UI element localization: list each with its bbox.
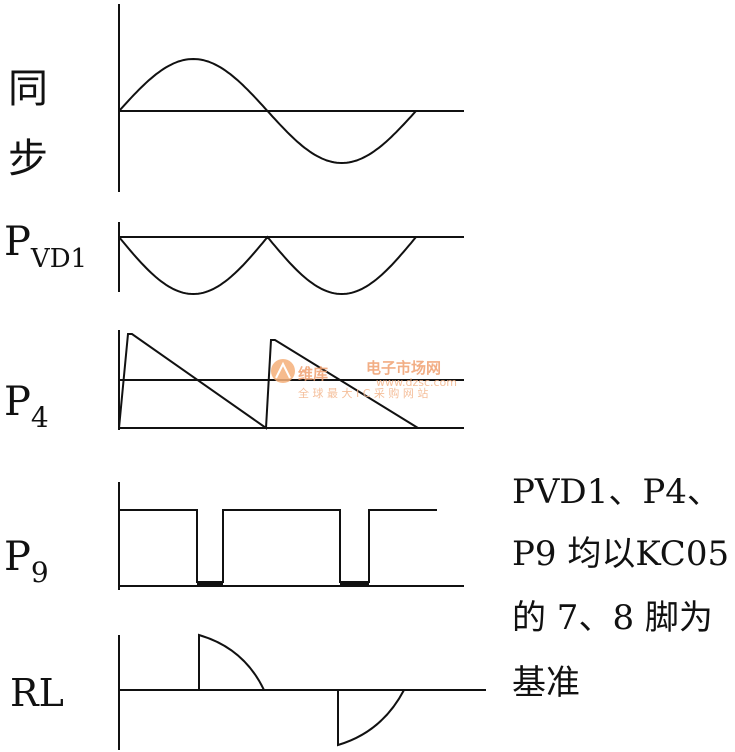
watermark-brand: 维库 [298,365,328,383]
rl-waveform [118,633,486,750]
sync-label-line2: 步 [8,136,48,182]
p9-label-sub: 9 [31,556,49,589]
note-line-1: PVD1、P4、 [512,472,721,512]
p9-label-main: P [4,534,31,580]
sync-label-line1: 同 [8,66,48,112]
p4-waveform [118,330,464,430]
pvd1-label: PVD1 [4,219,87,274]
p4-sawtooth-curve [118,333,419,430]
p9-waveform [118,482,464,590]
watermark: 维库 电子市场网 www.dzsc.com 全 球 最 大 I C 采 购 网 … [271,359,457,400]
watermark-url: www.dzsc.com [376,376,457,389]
note-line-2: P9 均以KC05 [512,534,729,574]
pvd1-label-main: P [4,219,31,265]
watermark-title: 电子市场网 [366,359,441,377]
rl-positive-pulse [198,633,265,691]
note-line-4: 基准 [512,663,580,703]
p4-label-main: P [4,379,31,425]
watermark-logo-mark [275,361,291,379]
rl-label: RL [10,671,64,715]
rl-negative-pulse [337,689,405,747]
note-line-3: 的 7、8 脚为 [512,598,713,638]
p9-label: P9 [4,534,49,589]
p4-label-sub: 4 [31,401,49,434]
pvd1-label-sub: VD1 [30,244,87,274]
p4-label: P4 [4,379,49,434]
p9-pulse-curve [119,509,437,583]
watermark-slogan: 全 球 最 大 I C 采 购 网 站 [298,386,428,400]
pvd1-waveform [118,222,464,296]
sync-waveform [118,4,464,192]
sync-sine-curve [118,57,417,165]
pvd1-rectified-curve [118,235,417,296]
